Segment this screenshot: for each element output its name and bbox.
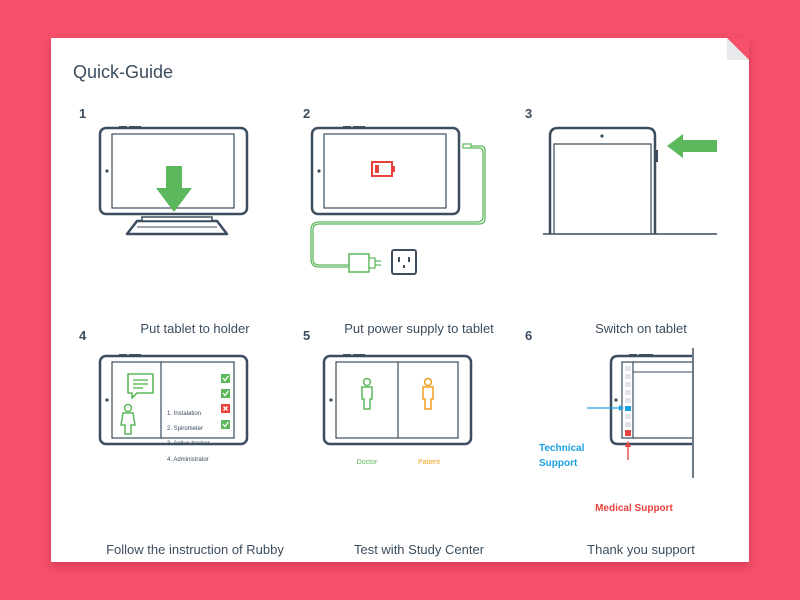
step-number: 3 (525, 106, 533, 121)
wall-outlet-icon (391, 249, 417, 275)
page-fold-icon (727, 38, 749, 60)
left-arrow-icon (667, 134, 717, 158)
step-caption: Thank you support (587, 542, 695, 557)
check-icon (221, 374, 230, 383)
technical-support-line: Technical (539, 443, 585, 454)
step-number: 2 (303, 106, 311, 121)
doctor-label: Doctor (356, 459, 378, 466)
instruction-tablet-illustration (98, 354, 249, 446)
support-tablet-illustration (587, 348, 694, 478)
step-number: 1 (79, 106, 87, 121)
step-caption: Put power supply to tablet (344, 321, 494, 336)
medical-support-label: Medical Support (595, 503, 673, 514)
step-3: 3 Switch on tablet (525, 106, 757, 336)
patient-label: Patient (418, 459, 440, 466)
quick-guide-card: Quick-Guide 1 Put tablet to holder 2 (51, 38, 749, 562)
patient-icon (422, 377, 434, 410)
down-arrow-icon (156, 166, 192, 212)
technical-support-line: Support (539, 458, 578, 469)
checklist-item-label: 1. Instalation (167, 411, 202, 417)
step-1: 1 Put tablet to holder (79, 106, 311, 336)
checklist-item-label: 2. Spirometer (167, 426, 204, 432)
power-supply-illustration (310, 126, 486, 275)
step-number: 4 (79, 328, 87, 343)
doctor-icon (361, 377, 373, 410)
step-caption: Switch on tablet (595, 321, 687, 336)
technical-support-label: Technical Support (539, 441, 599, 471)
step-caption: Test with Study Center (353, 542, 485, 557)
page-title: Quick-Guide (73, 62, 174, 82)
cross-icon (221, 404, 230, 413)
switch-on-illustration (543, 126, 717, 235)
checklist-item-label: 3. Active tracker (167, 441, 210, 447)
step-4: 4 1. Instalation 2. Spirometer (79, 328, 311, 558)
step-2: 2 Put power (303, 106, 535, 336)
step-number: 5 (303, 328, 311, 343)
person-icon (120, 403, 136, 435)
checklist-item-label: 4. Administrator (167, 457, 209, 463)
step-5: 5 Doctor Patient Test with Study Center (303, 328, 535, 558)
step-number: 6 (525, 328, 533, 343)
step-6: 6 Technical Support (525, 328, 757, 558)
tablet-holder-illustration (98, 126, 249, 236)
battery-low-icon (371, 161, 395, 177)
study-center-illustration (322, 354, 473, 446)
chat-bubble-icon (127, 373, 154, 399)
check-icon (221, 420, 230, 429)
check-icon (221, 389, 230, 398)
step-caption: Follow the instruction of Rubby (106, 542, 284, 557)
step-caption: Put tablet to holder (140, 321, 250, 336)
